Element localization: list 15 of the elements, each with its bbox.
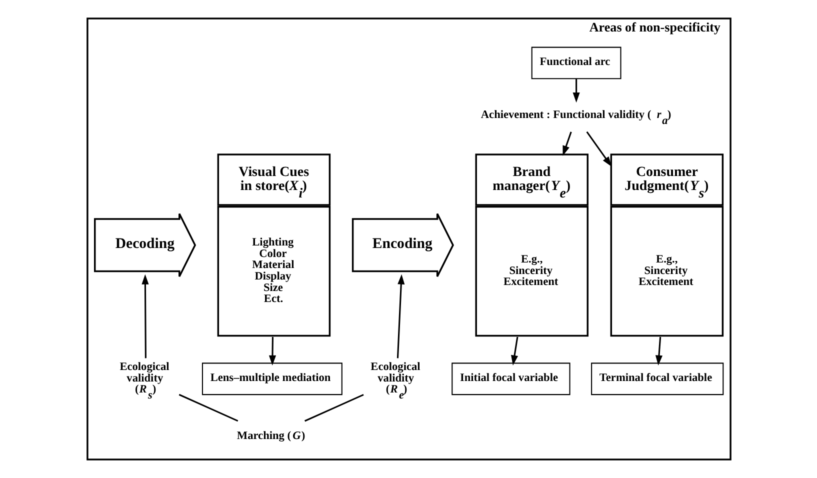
connector (304, 394, 364, 422)
arrow (510, 336, 518, 366)
arrow (141, 274, 148, 358)
node-box: Initial focal variable (451, 362, 570, 396)
node-box: Functional arc (530, 46, 621, 80)
arrow (396, 274, 404, 358)
node-box: Lens–multiple mediation (201, 362, 342, 396)
arrow (562, 132, 572, 156)
connector (178, 394, 238, 422)
node-text: Marching (G) (236, 430, 305, 442)
arrow (268, 336, 276, 366)
arrow (586, 131, 612, 167)
arrow (572, 78, 580, 103)
node-box: Terminal focal variable (590, 362, 724, 396)
arrow (654, 336, 662, 366)
